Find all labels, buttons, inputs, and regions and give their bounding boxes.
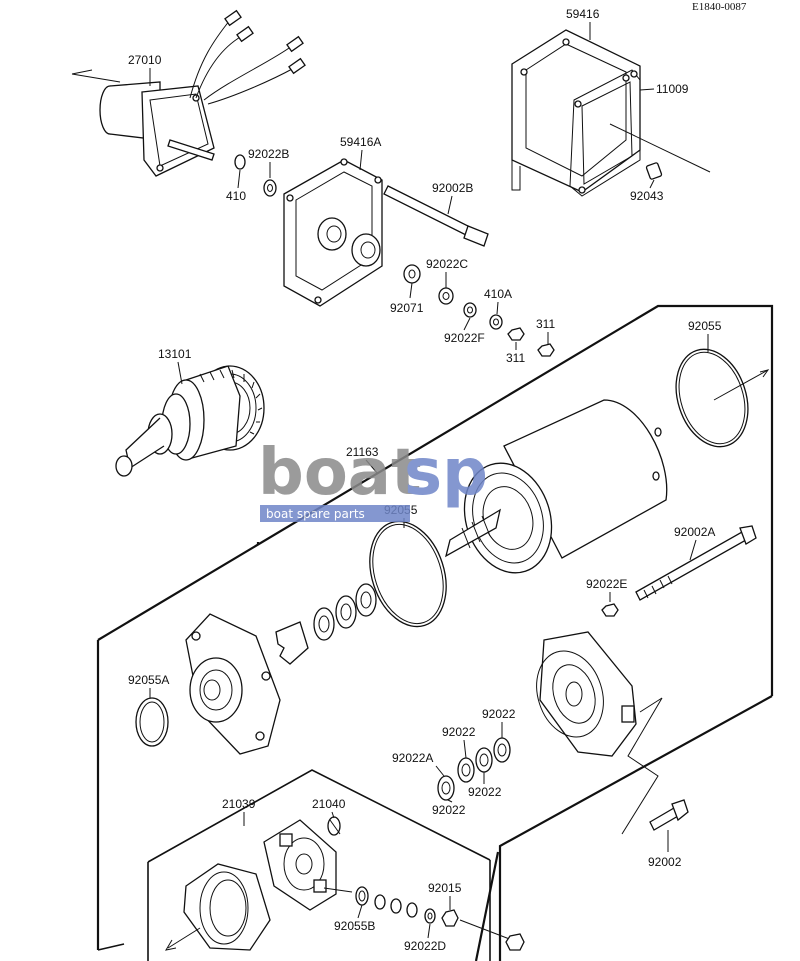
label-92055B: 92055B xyxy=(334,919,375,933)
label-92043: 92043 xyxy=(630,189,664,203)
part-brush-washers[interactable] xyxy=(374,894,418,918)
part-59416-cover[interactable] xyxy=(511,29,641,193)
part-311-nut-a[interactable] xyxy=(507,327,525,341)
part-311-nut-b[interactable] xyxy=(537,343,555,357)
label-311-b: 311 xyxy=(506,351,525,365)
label-27010: 27010 xyxy=(128,53,162,67)
label-92055-upper: 92055 xyxy=(688,319,722,333)
part-92022-washer-b[interactable] xyxy=(475,747,493,773)
part-92055-o-ring-middle[interactable] xyxy=(357,512,459,637)
label-92022E: 92022E xyxy=(586,577,627,591)
part-92022E-nut[interactable] xyxy=(601,603,619,617)
label-21040: 21040 xyxy=(312,797,346,811)
brush-holder-box xyxy=(147,769,491,961)
label-92022A: 92022A xyxy=(392,751,433,765)
part-brush-cover-ring[interactable] xyxy=(183,863,271,951)
label-410A: 410A xyxy=(484,287,512,301)
part-27010-relay[interactable] xyxy=(71,9,306,177)
label-92022C: 92022C xyxy=(426,257,468,271)
part-92022C-washer[interactable] xyxy=(438,287,454,305)
label-92022-c: 92022 xyxy=(468,785,502,799)
part-92055-o-ring-upper[interactable] xyxy=(664,340,760,456)
label-21163: 21163 xyxy=(346,445,379,459)
part-rear-end-frame[interactable] xyxy=(526,631,637,757)
part-410A-washer[interactable] xyxy=(489,314,503,330)
watermark-tagline-bg xyxy=(260,505,410,522)
part-92022-washer-a[interactable] xyxy=(493,737,511,763)
label-92022-d: 92022 xyxy=(432,803,466,817)
part-21163-motor-yoke[interactable] xyxy=(445,399,668,584)
watermark-word-boat: boat xyxy=(258,436,422,510)
watermark-tagline: boat spare parts xyxy=(266,507,365,521)
part-92043-plug[interactable] xyxy=(645,162,663,180)
label-92015: 92015 xyxy=(428,881,462,895)
label-92002A: 92002A xyxy=(674,525,715,539)
label-59416A: 59416A xyxy=(340,135,381,149)
part-92002A-bolt[interactable] xyxy=(635,525,757,601)
label-92022-a: 92022 xyxy=(482,707,516,721)
part-terminal-nut[interactable] xyxy=(505,933,525,951)
assembly-border xyxy=(96,304,774,961)
part-92055B-o-ring[interactable] xyxy=(355,886,369,906)
watermark-logo: boat sp boat spare parts xyxy=(258,436,488,522)
part-92022A-washer[interactable] xyxy=(437,775,455,801)
label-410: 410 xyxy=(226,189,246,203)
label-92002: 92002 xyxy=(648,855,682,869)
part-92002B-bolt[interactable] xyxy=(383,185,489,247)
label-311-a: 311 xyxy=(536,317,555,331)
label-92022F: 92022F xyxy=(444,331,485,345)
part-92015-nut[interactable] xyxy=(441,909,459,927)
diagram-code: E1840-0087 xyxy=(692,1,747,13)
part-front-end-cover[interactable] xyxy=(185,613,281,755)
part-92002-bolt[interactable] xyxy=(649,799,689,831)
label-92022-b: 92022 xyxy=(442,725,476,739)
part-stack-washers[interactable] xyxy=(275,583,377,665)
label-92071: 92071 xyxy=(390,301,424,315)
part-92022B-washer[interactable] xyxy=(263,179,277,197)
label-21039: 21039 xyxy=(222,797,256,811)
part-92071-seal[interactable] xyxy=(403,264,421,284)
label-92055A: 92055A xyxy=(128,673,169,687)
label-59416: 59416 xyxy=(566,7,600,21)
label-13101: 13101 xyxy=(158,347,192,361)
part-21040-spring[interactable] xyxy=(327,816,341,836)
part-92055A-o-ring[interactable] xyxy=(135,697,169,747)
part-410-nut[interactable] xyxy=(234,154,246,170)
part-11009-gasket[interactable] xyxy=(569,69,641,197)
part-59416A-housing[interactable] xyxy=(283,158,383,307)
label-92002B: 92002B xyxy=(432,181,473,195)
part-92022-washer-c[interactable] xyxy=(457,757,475,783)
watermark-word-sp: sp xyxy=(404,436,488,510)
part-92022D-washer[interactable] xyxy=(424,908,436,924)
label-92022B: 92022B xyxy=(248,147,289,161)
part-21039-brush-holder[interactable] xyxy=(263,819,353,911)
part-92022F-washer[interactable] xyxy=(463,302,477,318)
label-11009: 11009 xyxy=(656,82,689,96)
part-13101-drive-gear[interactable] xyxy=(115,365,265,477)
label-92022D: 92022D xyxy=(404,939,446,953)
